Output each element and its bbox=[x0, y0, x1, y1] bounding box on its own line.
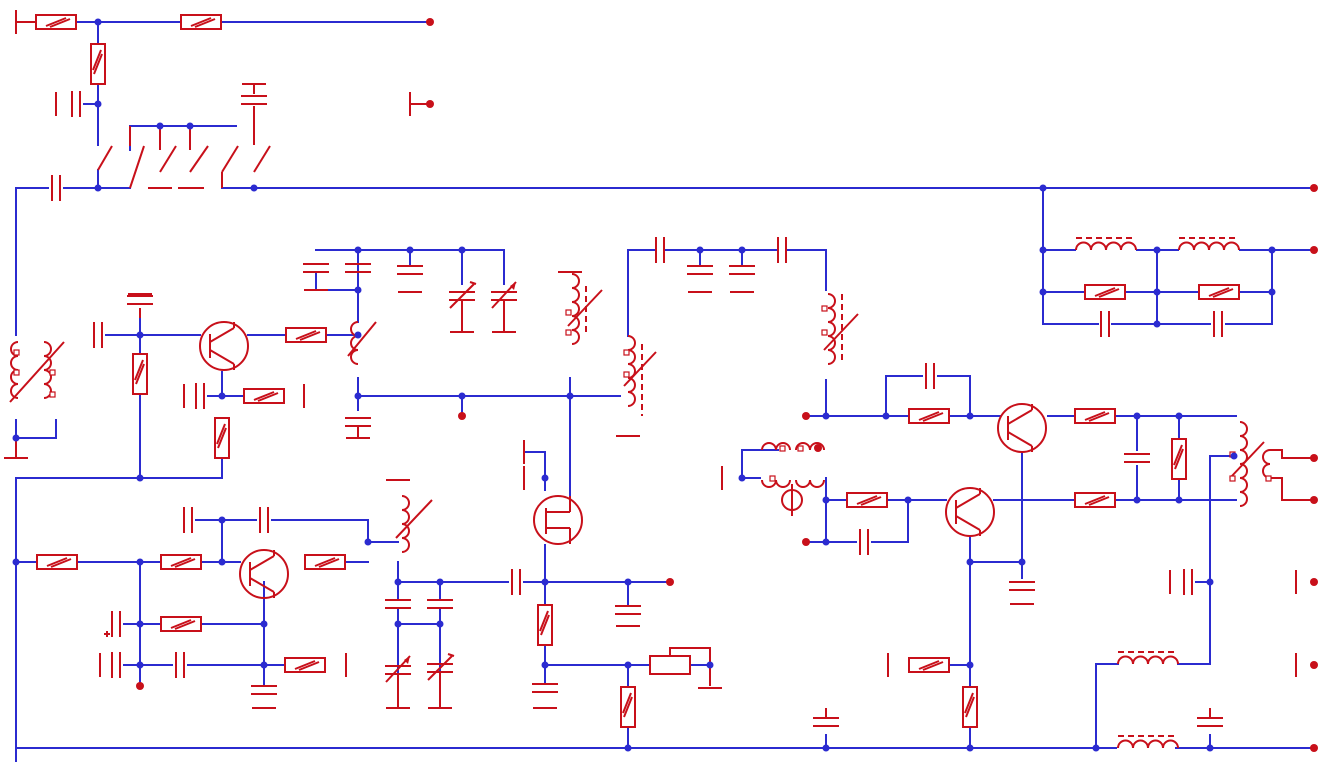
capacitors bbox=[51, 84, 1224, 727]
variable-capacitors bbox=[384, 281, 518, 708]
coil-taps bbox=[13, 305, 1272, 482]
switch-bank bbox=[97, 126, 271, 189]
potentiometer bbox=[649, 647, 723, 689]
fet-transistor bbox=[533, 495, 583, 545]
transistors bbox=[199, 321, 1047, 599]
inductors bbox=[9, 237, 1312, 749]
mixer-transformer bbox=[761, 442, 825, 516]
junctions bbox=[12, 18, 1276, 752]
terminals bbox=[136, 18, 1318, 752]
output-transformer bbox=[1229, 421, 1312, 507]
